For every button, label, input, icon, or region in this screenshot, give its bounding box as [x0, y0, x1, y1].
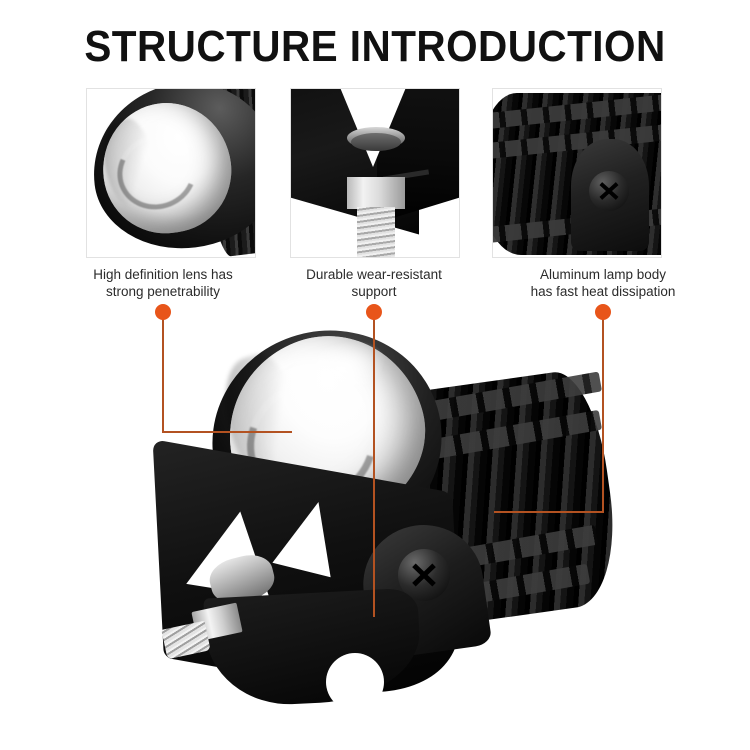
callout-dot-lens	[155, 304, 171, 320]
caption-support: Durable wear-resistant support	[259, 266, 489, 300]
bolt-thread-shape	[357, 207, 395, 257]
caption-lens: High definition lens has strong penetrab…	[48, 266, 278, 300]
caption-lens-line1: High definition lens has	[93, 267, 233, 282]
bolt-washer-inner-shape	[351, 133, 401, 151]
hero-phillips-screw-icon	[398, 549, 450, 601]
bolt-hex-nut-shape	[347, 177, 405, 209]
caption-body-line1: Aluminum lamp body	[539, 267, 667, 282]
page-title: STRUCTURE INTRODUCTION	[84, 22, 666, 71]
callout-dot-support	[366, 304, 382, 320]
finned-aluminum-body-photo	[493, 89, 661, 257]
thumbnail-body	[492, 88, 662, 258]
thumbnail-support	[290, 88, 460, 258]
hero-product-image	[150, 303, 626, 725]
connector-line-lens	[162, 313, 292, 433]
connector-line-body	[494, 313, 604, 513]
caption-lens-line2: strong penetrability	[105, 284, 221, 299]
caption-support-line1: Durable wear-resistant	[306, 267, 442, 282]
phillips-screw-icon	[589, 171, 629, 211]
callout-dot-body	[595, 304, 611, 320]
mounting-bracket-bolt-photo	[291, 89, 459, 257]
hero-bracket-notch-shape	[326, 653, 384, 711]
caption-body: Aluminum lamp body has fast heat dissipa…	[488, 266, 718, 300]
caption-body-line2: has fast heat dissipation	[530, 284, 676, 299]
caption-support-line2: support	[351, 284, 397, 299]
thumbnail-lens	[86, 88, 256, 258]
